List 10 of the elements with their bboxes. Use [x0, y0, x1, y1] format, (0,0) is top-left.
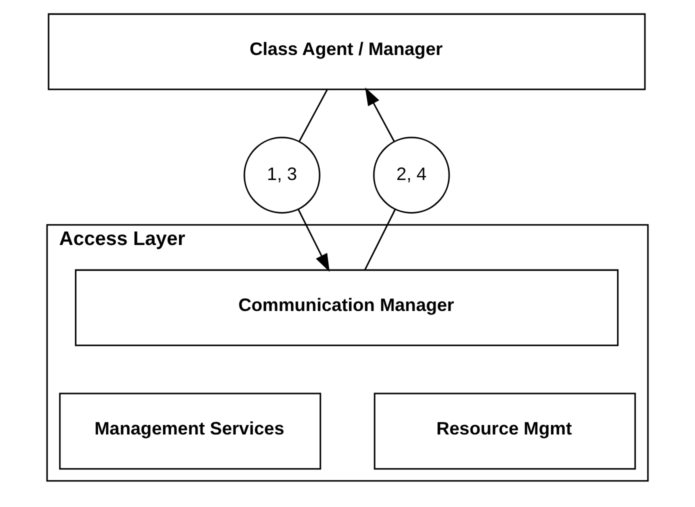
node-circle: 2, 4: [373, 136, 450, 214]
connector: [298, 89, 328, 142]
node-box: Management Services: [59, 392, 322, 470]
arrow: [365, 87, 395, 142]
arrow: [298, 209, 330, 272]
node-box: Resource Mgmt: [374, 392, 636, 470]
connector: [364, 209, 396, 270]
node-box: Class Agent / Manager: [48, 13, 646, 90]
node-circle: 1, 3: [244, 136, 320, 214]
node-box: Communication Manager: [74, 269, 619, 346]
